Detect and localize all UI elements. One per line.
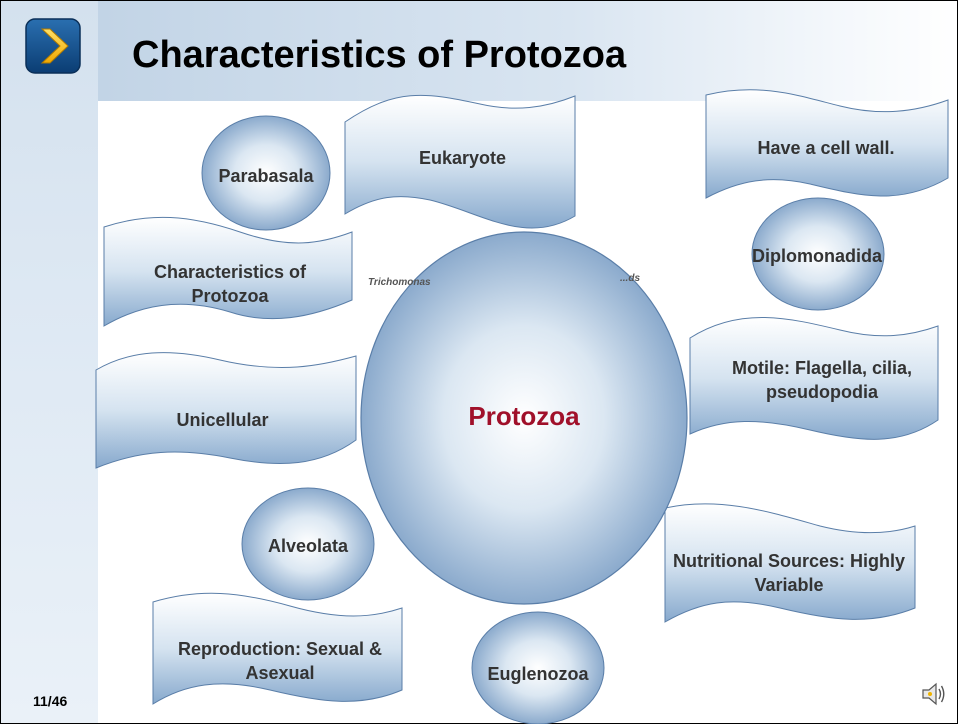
diplomonadida-label: Diplomonadida	[752, 246, 882, 266]
diplomonadida-shape	[751, 197, 885, 311]
background-fragment-left: Trichomonas	[368, 277, 431, 288]
alveolata-shape	[241, 487, 375, 601]
parabasala-label: Parabasala	[218, 166, 314, 186]
alveolata-label: Alveolata	[267, 536, 349, 556]
euglenozoa-label: Euglenozoa	[487, 664, 589, 684]
slide-title: Characteristics of Protozoa	[132, 34, 627, 76]
cell-wall-shape	[705, 89, 949, 199]
characteristics-shape	[103, 216, 353, 327]
protozoa-center-label: Protozoa	[468, 401, 580, 431]
unicellular-label: Unicellular	[176, 410, 269, 430]
cell-wall-label: Have a cell wall.	[757, 138, 895, 158]
reproduction-label: Reproduction: Sexual & Asexual	[177, 639, 383, 683]
reproduction-shape	[152, 592, 403, 705]
parabasala-shape	[201, 115, 331, 231]
protozoa-center-shape	[360, 231, 688, 605]
speaker-icon[interactable]	[920, 680, 948, 708]
nutritional-shape	[664, 503, 916, 623]
title-band	[98, 1, 957, 101]
eukaryote-label: Eukaryote	[418, 148, 507, 168]
page-number: 11/46	[33, 693, 68, 709]
background-fragment-right: ...ds	[620, 273, 641, 284]
euglenozoa-shape	[471, 611, 605, 724]
motile-shape	[689, 316, 939, 440]
characteristics-label: Characteristics of Protozoa	[153, 262, 307, 306]
nutritional-label: Nutritional Sources: Highly Variable	[672, 551, 906, 595]
motile-label: Motile: Flagella, cilia, pseudopodia	[731, 358, 913, 402]
eukaryote-shape	[344, 94, 576, 229]
slide-sidebar	[1, 1, 98, 723]
chevron-right-icon	[25, 18, 81, 74]
unicellular-shape	[95, 352, 357, 469]
